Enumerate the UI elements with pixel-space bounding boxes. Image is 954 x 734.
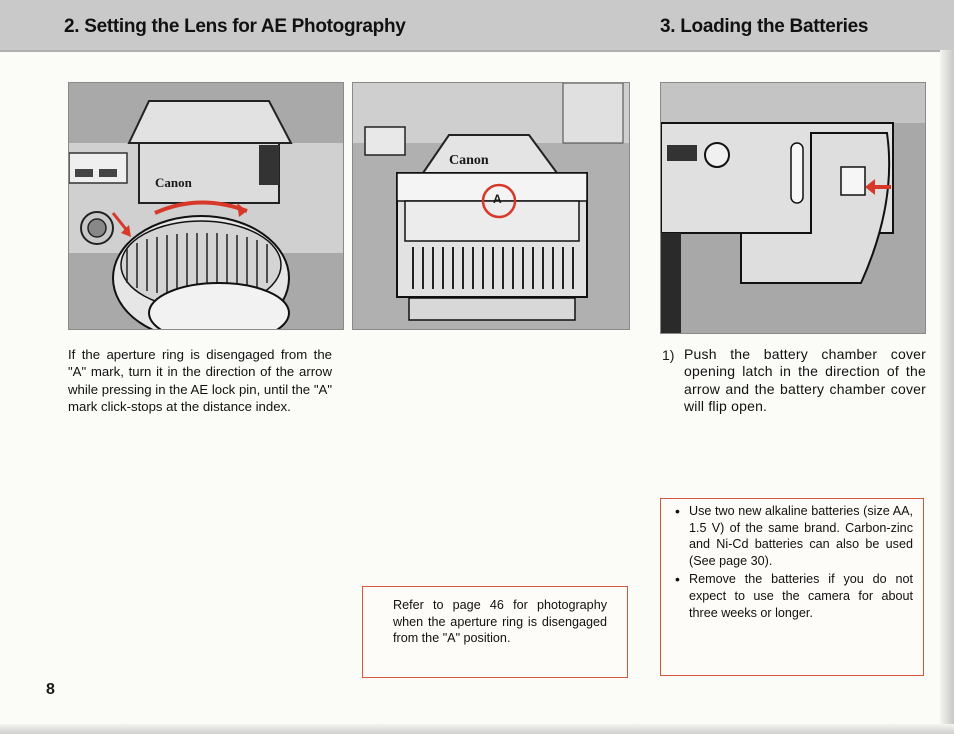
section-title-loading-batteries: 3. Loading the Batteries — [660, 16, 869, 37]
battery-note-item: Remove the batteries if you do not expec… — [667, 571, 913, 621]
camera-lens-illustration — [69, 83, 343, 329]
aperture-ring-illustration — [353, 83, 629, 329]
page-number: 8 — [46, 681, 55, 698]
aperture-a-mark: A — [493, 192, 502, 206]
battery-note-item: Use two new alkaline batteries (size AA,… — [667, 503, 913, 569]
battery-notes-box: Use two new alkaline batteries (size AA,… — [660, 498, 924, 676]
header-bar — [0, 0, 954, 52]
aperture-instruction-text: If the aperture ring is disengaged from … — [68, 346, 332, 416]
manual-aperture-note-box: Refer to page 46 for photography when th… — [362, 586, 628, 678]
photo-camera-lens-turn: Canon — [68, 82, 344, 330]
step-number: 1) — [662, 347, 675, 363]
aperture-instruction-paragraph: If the aperture ring is disengaged from … — [68, 347, 332, 415]
battery-chamber-illustration — [661, 83, 925, 333]
page-edge-shadow — [940, 50, 954, 734]
manual-aperture-note-text: Refer to page 46 for photography when th… — [393, 598, 607, 646]
battery-notes-list: Use two new alkaline batteries (size AA,… — [667, 503, 913, 621]
page-bottom-shadow — [0, 724, 954, 734]
photo-battery-chamber — [660, 82, 926, 334]
section-title-ae-photography: 2. Setting the Lens for AE Photography — [64, 16, 406, 37]
battery-step-text: Push the battery chamber cover opening l… — [684, 346, 926, 416]
photo-aperture-ring: Canon A — [352, 82, 630, 330]
camera-brand-label: Canon — [449, 153, 489, 168]
camera-brand-label: Canon — [155, 175, 192, 190]
battery-step-paragraph: Push the battery chamber cover opening l… — [684, 346, 926, 415]
